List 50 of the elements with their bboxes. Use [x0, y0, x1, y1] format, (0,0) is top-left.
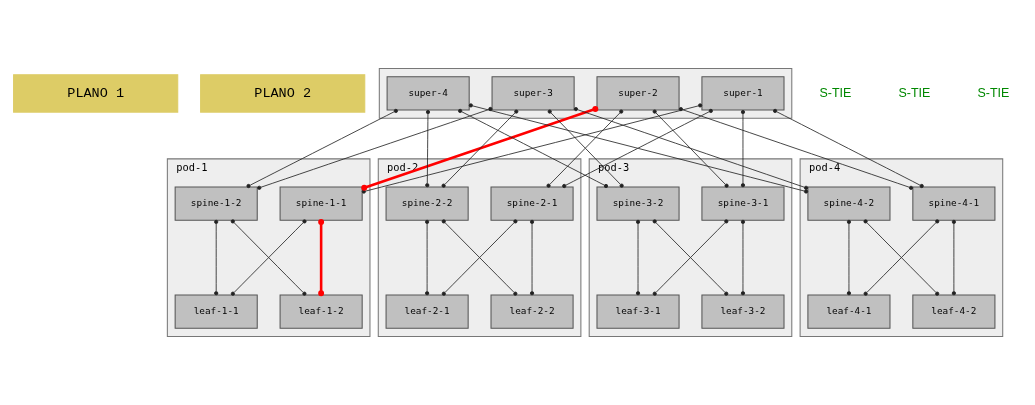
connector	[846, 219, 852, 296]
node-box: leaf-2-2	[490, 294, 574, 329]
connector	[678, 107, 914, 190]
node-box: spine-1-1	[279, 186, 363, 221]
connector	[246, 108, 398, 189]
label: S-TIE	[898, 85, 931, 100]
connector	[529, 219, 535, 296]
node-box: spine-1-2	[174, 186, 258, 221]
connector	[318, 218, 325, 297]
node-box: leaf-1-2	[279, 294, 363, 329]
node-box: leaf-4-1	[807, 294, 891, 329]
connector	[573, 107, 809, 190]
connector	[863, 219, 940, 296]
node-box: leaf-3-1	[596, 294, 680, 329]
connector	[652, 109, 729, 188]
connector	[740, 109, 746, 188]
connector	[562, 108, 713, 189]
node-box: spine-4-1	[912, 186, 996, 221]
connector	[652, 219, 729, 296]
connector	[425, 219, 430, 296]
node-box: leaf-4-2	[912, 294, 996, 329]
connector	[230, 219, 307, 296]
connector	[441, 109, 519, 188]
connector	[425, 109, 431, 188]
node-box: super-3	[491, 76, 575, 111]
node-box: leaf-2-1	[385, 294, 469, 329]
connector	[740, 219, 746, 296]
connector	[361, 103, 703, 194]
connector	[214, 219, 219, 296]
label: S-TIE	[819, 85, 852, 100]
connector	[468, 103, 809, 194]
connector	[361, 106, 599, 191]
cluster	[378, 67, 793, 119]
connector	[441, 219, 518, 296]
connector	[257, 106, 493, 190]
connector	[458, 108, 609, 189]
node-box: spine-3-1	[701, 186, 785, 221]
node-box: spine-2-1	[490, 186, 574, 221]
node-box: PLANO 1	[13, 74, 179, 113]
connector	[951, 219, 956, 296]
connector	[635, 219, 641, 296]
node-box: spine-3-2	[596, 186, 680, 221]
node-box: leaf-3-2	[701, 294, 785, 329]
node-box: leaf-1-1	[174, 294, 258, 329]
connector	[773, 108, 924, 189]
node-box: spine-4-2	[807, 186, 891, 221]
node-box: super-2	[596, 76, 680, 111]
node-box: spine-2-2	[385, 186, 469, 221]
node-box: PLANO 2	[200, 74, 366, 113]
label: S-TIE	[977, 85, 1010, 100]
